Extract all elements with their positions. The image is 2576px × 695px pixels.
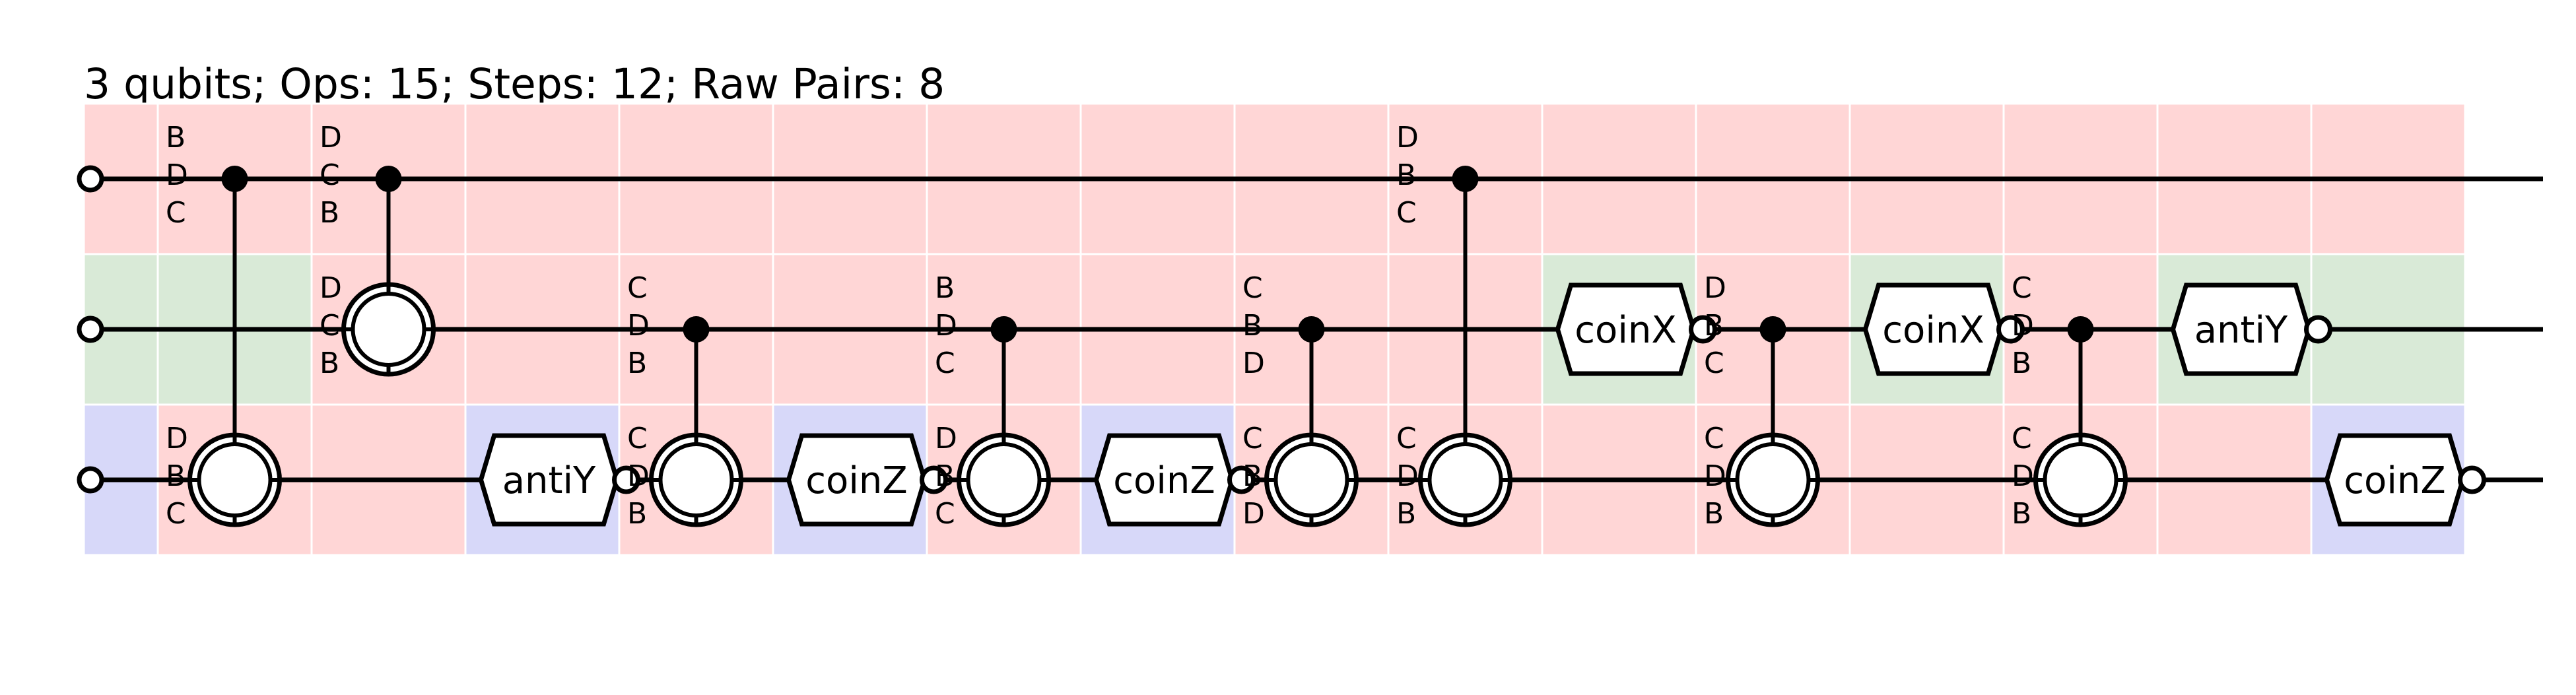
target-ring-inner	[1427, 442, 1503, 517]
gate-box	[786, 433, 928, 527]
permutation-label: D	[1704, 459, 1726, 493]
permutation-label: C	[1704, 422, 1724, 455]
permutation-label: B	[1704, 497, 1724, 531]
gate-label: coinX	[1882, 309, 1984, 352]
gate-output-marker	[2458, 465, 2486, 494]
gate-label: coinZ	[2344, 459, 2445, 502]
gate-box	[2324, 433, 2466, 527]
target-ring-inner	[1273, 442, 1349, 517]
permutation-label: B	[1396, 497, 1416, 531]
permutation-label: B	[320, 347, 339, 380]
gate-box	[1555, 282, 1697, 376]
target-ring-inner	[1735, 442, 1811, 517]
permutation-label: D	[627, 459, 650, 493]
gate-output-marker	[612, 465, 640, 494]
permutation-label: C	[1704, 347, 1724, 380]
permutation-label: D	[1242, 347, 1265, 380]
gate-label: antiY	[2194, 309, 2288, 352]
permutation-label: C	[1396, 422, 1417, 455]
gate-label: coinZ	[1113, 459, 1215, 502]
gate-output-marker	[920, 465, 948, 494]
permutation-label: B	[1242, 459, 1262, 493]
permutation-label: C	[1396, 196, 1417, 230]
control-dot	[2067, 316, 2094, 343]
permutation-label: D	[1396, 459, 1419, 493]
permutation-label: B	[1704, 309, 1724, 343]
target-ring-inner	[658, 442, 734, 517]
permutation-label: C	[935, 497, 955, 531]
permutation-label: D	[320, 271, 342, 305]
permutation-label: C	[320, 158, 340, 192]
control-dot	[683, 316, 710, 343]
permutation-label: D	[166, 422, 188, 455]
permutation-label: C	[627, 271, 648, 305]
permutation-label: B	[935, 459, 955, 493]
permutation-label: D	[935, 309, 957, 343]
permutation-label: C	[935, 347, 955, 380]
target-ring-inner	[966, 442, 1042, 517]
permutation-label: C	[2012, 271, 2032, 305]
control-dot	[990, 316, 1017, 343]
permutation-label: B	[627, 497, 647, 531]
permutation-label: D	[935, 422, 957, 455]
gate-output-marker	[1996, 315, 2025, 344]
permutation-label: C	[166, 196, 186, 230]
permutation-label: B	[935, 271, 955, 305]
control-dot	[221, 166, 248, 192]
control-dot	[1452, 166, 1479, 192]
gate-label: coinZ	[805, 459, 907, 502]
permutation-label: D	[627, 309, 650, 343]
permutation-label: B	[627, 347, 647, 380]
permutation-label: D	[320, 121, 342, 154]
permutation-label: C	[1242, 422, 1263, 455]
control-dot	[1759, 316, 1786, 343]
gate-box	[1862, 282, 2004, 376]
permutation-label: D	[166, 158, 188, 192]
wire-start-marker	[77, 315, 104, 343]
permutation-label: B	[166, 459, 186, 493]
permutation-label: B	[166, 121, 186, 154]
target-ring-inner	[351, 292, 426, 367]
permutation-label: B	[2012, 497, 2031, 531]
gate-output-marker	[1227, 465, 1256, 494]
gate-label: antiY	[502, 459, 596, 502]
wire-start-marker	[77, 466, 104, 494]
control-dot	[1298, 316, 1325, 343]
permutation-label: D	[1704, 271, 1726, 305]
permutation-label: B	[1242, 309, 1262, 343]
permutation-label: D	[2012, 309, 2034, 343]
control-dot	[375, 166, 402, 192]
permutation-label: C	[627, 422, 648, 455]
permutation-label: C	[166, 497, 186, 531]
wire-start-marker	[77, 165, 104, 193]
permutation-label: D	[1242, 497, 1265, 531]
gate-box	[1093, 433, 1235, 527]
gate-box	[2170, 282, 2312, 376]
target-ring-inner	[2043, 442, 2118, 517]
permutation-label: B	[320, 196, 339, 230]
permutation-label: C	[320, 309, 340, 343]
permutation-label: B	[1396, 158, 1416, 192]
permutation-label: C	[1242, 271, 1263, 305]
gate-output-marker	[1689, 315, 1717, 344]
permutation-label: D	[2012, 459, 2034, 493]
permutation-label: C	[2012, 422, 2032, 455]
target-ring-inner	[197, 442, 273, 517]
permutation-label: D	[1396, 121, 1419, 154]
permutation-label: B	[2012, 347, 2031, 380]
gate-box	[478, 433, 620, 527]
diagram-title: 3 qubits; Ops: 15; Steps: 12; Raw Pairs:…	[84, 60, 945, 108]
gate-output-marker	[2304, 315, 2332, 344]
gate-label: coinX	[1575, 309, 1676, 352]
operations: BDCDBCDCBDCBantiYCDBCDBcoinZBDCDBCcoinZC…	[166, 121, 2486, 531]
